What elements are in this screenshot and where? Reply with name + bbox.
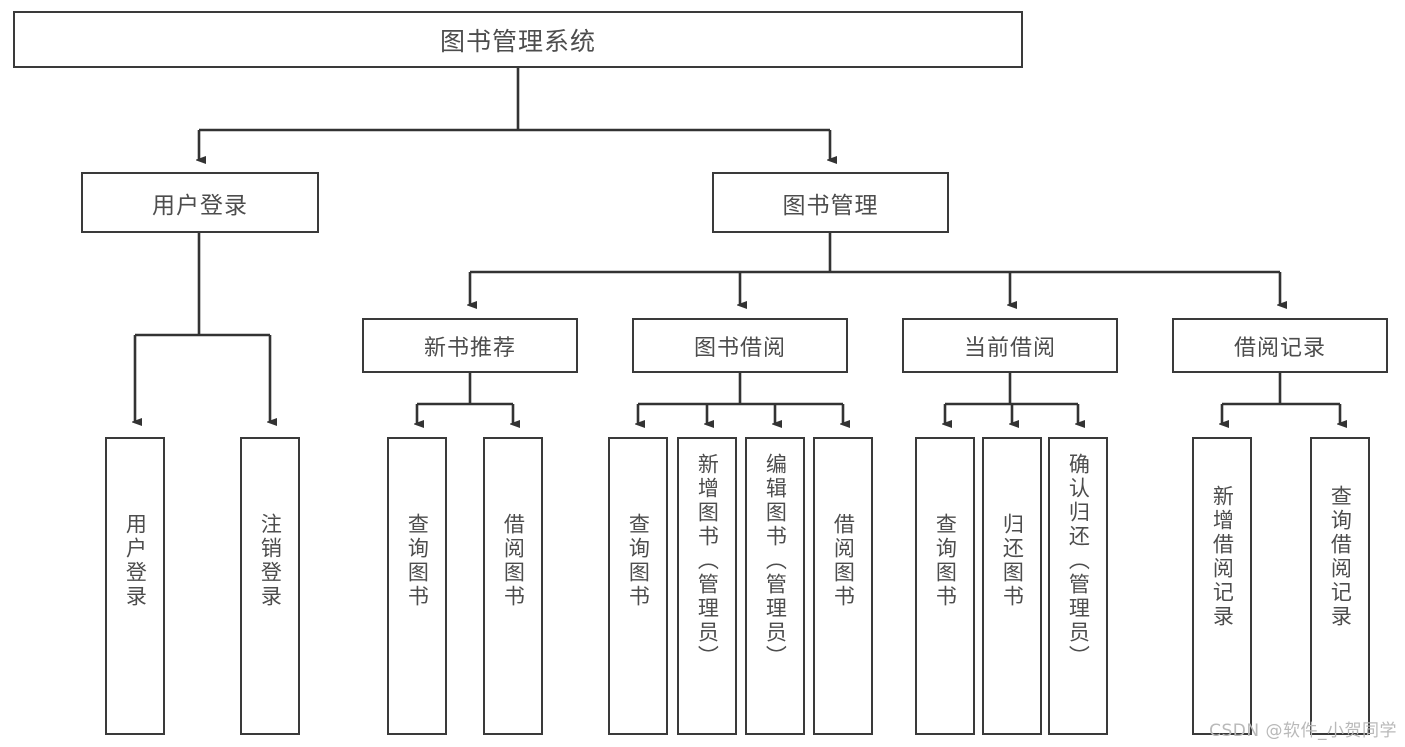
node-leaf-logout-login-label: 注销登录 (258, 513, 283, 609)
node-leaf-query-book-3-label: 查询图书 (933, 513, 958, 609)
node-leaf-query-book-3[interactable]: 查询图书 (915, 437, 975, 735)
csdn-watermark: CSDN @软件_小贺同学 (1209, 721, 1397, 741)
node-leaf-add-record-label: 新增借阅记录 (1210, 485, 1235, 629)
node-leaf-logout-login[interactable]: 注销登录 (240, 437, 300, 735)
node-leaf-user-login-label: 用户登录 (123, 513, 148, 609)
node-user-login[interactable]: 用户登录 (81, 172, 319, 233)
node-leaf-borrow-book-1[interactable]: 借阅图书 (483, 437, 543, 735)
node-leaf-return-book[interactable]: 归还图书 (982, 437, 1042, 735)
node-book-borrow-label: 图书借阅 (693, 335, 786, 361)
node-leaf-add-record[interactable]: 新增借阅记录 (1192, 437, 1252, 735)
node-root-label: 图书管理系统 (439, 26, 596, 56)
node-leaf-borrow-book-1-label: 借阅图书 (501, 513, 526, 609)
node-leaf-return-book-label: 归还图书 (1000, 513, 1025, 609)
node-borrow-record-label: 借阅记录 (1233, 335, 1326, 361)
node-leaf-user-login[interactable]: 用户登录 (105, 437, 165, 735)
node-borrow-record[interactable]: 借阅记录 (1172, 318, 1388, 373)
node-current-borrow-label: 当前借阅 (963, 335, 1056, 361)
node-leaf-confirm-return[interactable]: 确认归还（管理员） (1048, 437, 1108, 735)
node-leaf-query-book-1[interactable]: 查询图书 (387, 437, 447, 735)
node-leaf-query-record[interactable]: 查询借阅记录 (1310, 437, 1370, 735)
node-root-system[interactable]: 图书管理系统 (13, 11, 1023, 68)
node-leaf-query-book-2-label: 查询图书 (626, 513, 651, 609)
node-leaf-add-book[interactable]: 新增图书（管理员） (677, 437, 737, 735)
node-leaf-query-record-label: 查询借阅记录 (1328, 485, 1353, 629)
node-book-borrow[interactable]: 图书借阅 (632, 318, 848, 373)
node-user-login-label: 用户登录 (152, 192, 248, 219)
node-leaf-borrow-book-2[interactable]: 借阅图书 (813, 437, 873, 735)
node-leaf-edit-book[interactable]: 编辑图书（管理员） (745, 437, 805, 735)
node-new-book-recommend[interactable]: 新书推荐 (362, 318, 578, 373)
node-leaf-add-book-label: 新增图书（管理员） (695, 453, 720, 669)
node-new-book-recommend-label: 新书推荐 (423, 335, 516, 361)
node-book-manage[interactable]: 图书管理 (712, 172, 949, 233)
node-leaf-query-book-1-label: 查询图书 (405, 513, 430, 609)
node-leaf-edit-book-label: 编辑图书（管理员） (763, 453, 788, 669)
node-book-manage-label: 图书管理 (782, 192, 879, 219)
node-leaf-confirm-return-label: 确认归还（管理员） (1066, 453, 1091, 669)
node-current-borrow[interactable]: 当前借阅 (902, 318, 1118, 373)
node-leaf-query-book-2[interactable]: 查询图书 (608, 437, 668, 735)
node-leaf-borrow-book-2-label: 借阅图书 (831, 513, 856, 609)
